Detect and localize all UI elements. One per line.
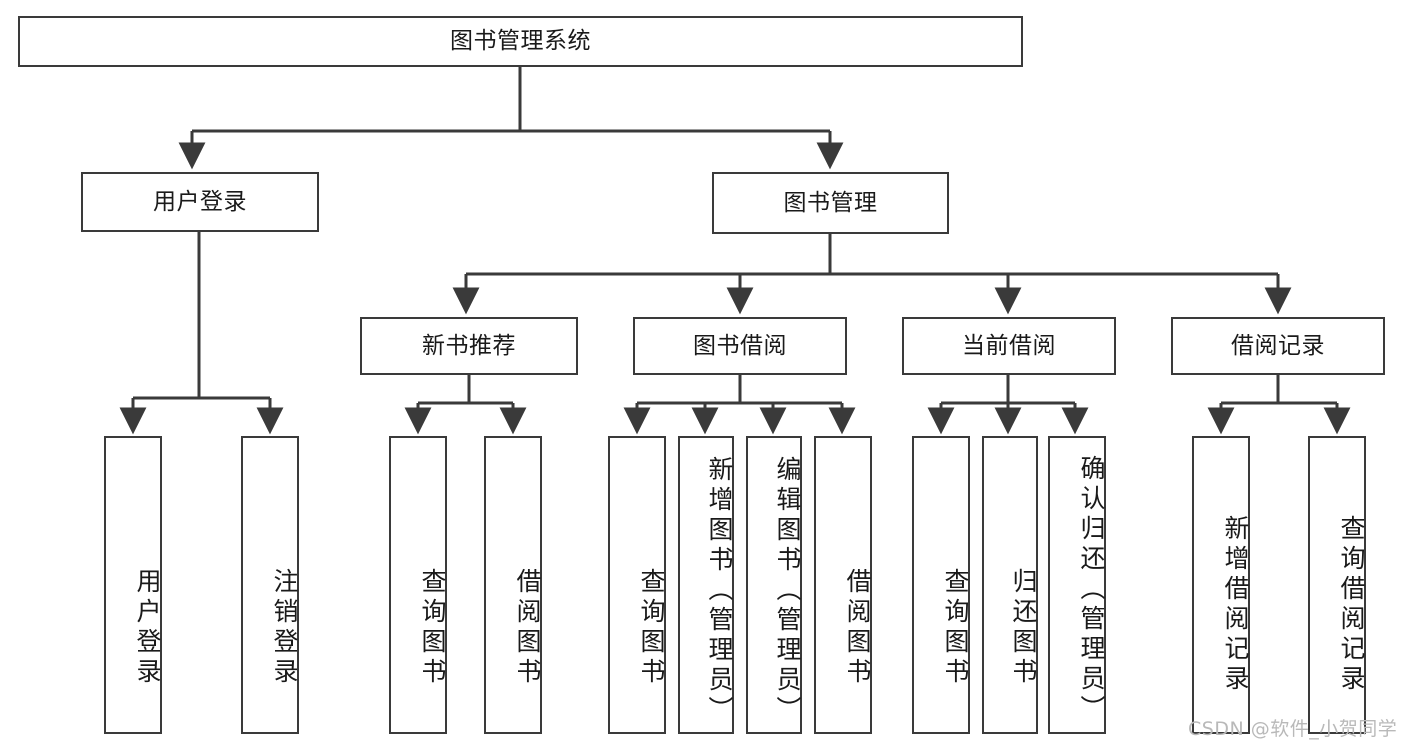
node-leaf-user-login[interactable]: 用户登录 <box>104 436 162 734</box>
node-leaf-query-book-2[interactable]: 查询图书 <box>608 436 666 734</box>
csdn-watermark: CSDN @软件_小贺同学 <box>1188 718 1398 740</box>
node-user-login[interactable]: 用户登录 <box>81 172 319 232</box>
node-leaf-query-book-3[interactable]: 查询图书 <box>912 436 970 734</box>
node-leaf-query-book-1[interactable]: 查询图书 <box>389 436 447 734</box>
node-leaf-user-logout[interactable]: 注销登录 <box>241 436 299 734</box>
node-leaf-return-book[interactable]: 归还图书 <box>982 436 1038 734</box>
node-borrow-record[interactable]: 借阅记录 <box>1171 317 1385 375</box>
node-leaf-query-record[interactable]: 查询借阅记录 <box>1308 436 1366 734</box>
node-leaf-add-book[interactable]: 新增图书（管理员） <box>678 436 734 734</box>
node-new-book-recommend[interactable]: 新书推荐 <box>360 317 578 375</box>
node-book-management[interactable]: 图书管理 <box>712 172 949 234</box>
node-leaf-edit-book[interactable]: 编辑图书（管理员） <box>746 436 802 734</box>
node-leaf-confirm-return[interactable]: 确认归还（管理员） <box>1048 436 1106 734</box>
node-book-borrow[interactable]: 图书借阅 <box>633 317 847 375</box>
node-root[interactable]: 图书管理系统 <box>18 16 1023 67</box>
node-leaf-add-record[interactable]: 新增借阅记录 <box>1192 436 1250 734</box>
node-leaf-borrow-book-2[interactable]: 借阅图书 <box>814 436 872 734</box>
node-leaf-borrow-book-1[interactable]: 借阅图书 <box>484 436 542 734</box>
node-current-borrow[interactable]: 当前借阅 <box>902 317 1116 375</box>
